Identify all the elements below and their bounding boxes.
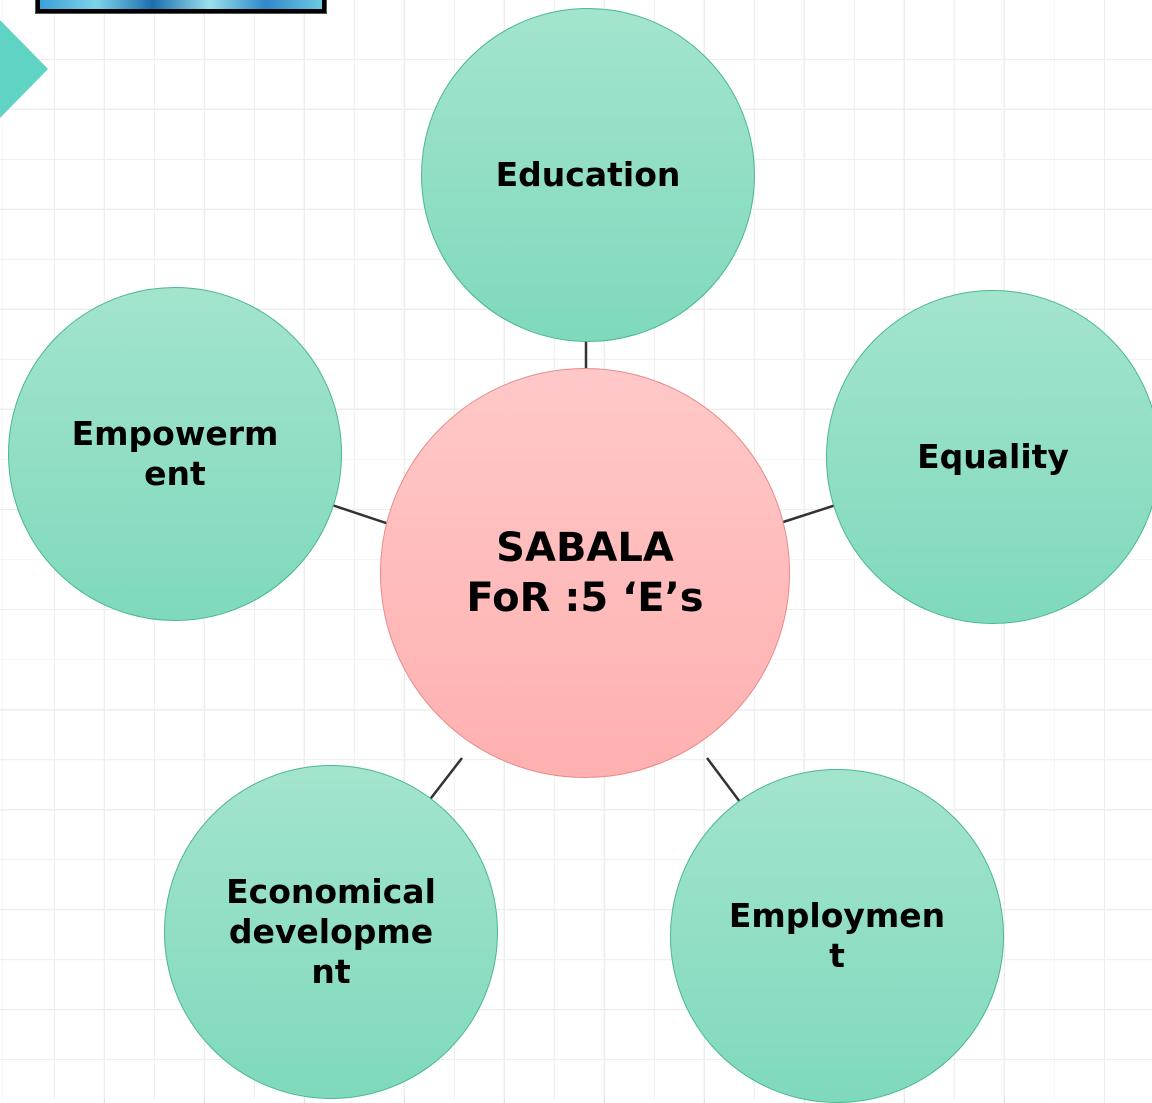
logo-image-inner bbox=[40, 0, 322, 9]
node-education-label: Education bbox=[495, 155, 681, 194]
corner-arrow-icon bbox=[0, 20, 48, 118]
connector-equality bbox=[776, 503, 837, 526]
node-equality: Equality bbox=[826, 290, 1152, 624]
node-employment-label: Employmen t bbox=[728, 896, 946, 975]
node-empowerment: Empowerm ent bbox=[8, 287, 342, 621]
node-empowerment-label: Empowerm ent bbox=[71, 414, 279, 493]
node-economical-development-label: Economical developme nt bbox=[226, 872, 436, 991]
connector-employment bbox=[706, 757, 741, 803]
node-economical-development: Economical developme nt bbox=[164, 765, 498, 1099]
node-employment: Employmen t bbox=[670, 769, 1004, 1103]
logo-image bbox=[35, 0, 327, 14]
connector-empowerment bbox=[331, 503, 393, 527]
node-center-label: SABALA FoR :5 ‘E’s bbox=[466, 525, 704, 621]
node-equality-label: Equality bbox=[917, 437, 1069, 476]
node-education: Education bbox=[421, 8, 755, 342]
connector-economical bbox=[427, 757, 463, 803]
node-center-sabala: SABALA FoR :5 ‘E’s bbox=[380, 368, 790, 778]
